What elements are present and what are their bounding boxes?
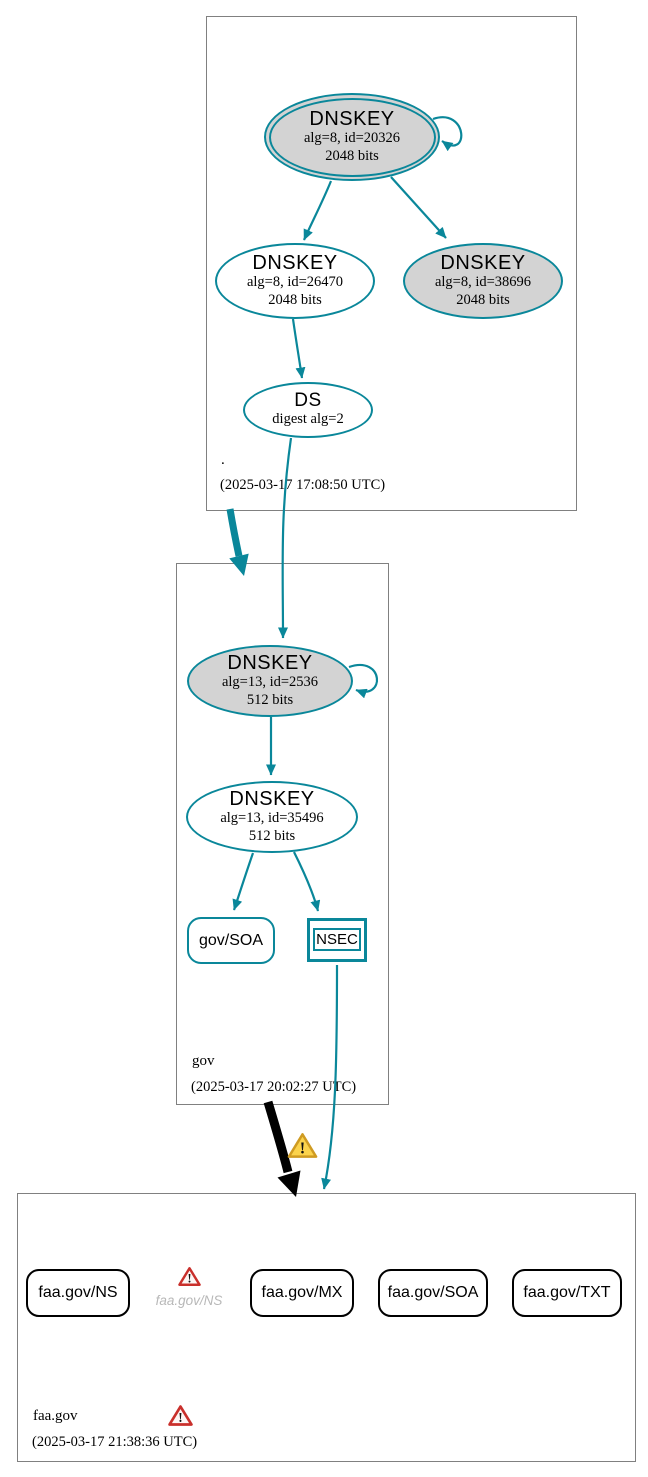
edge-gov-to-faa-gov-bogus-delegation: [263, 1100, 293, 1174]
missing-rrset-caption: faa.gov/NS: [155, 1293, 223, 1308]
node-title: DNSKEY: [252, 252, 338, 275]
node-title: DS: [294, 390, 322, 412]
node-nsec[interactable]: NSEC: [307, 918, 367, 962]
node-title: faa.gov/NS: [38, 1284, 118, 1301]
error-icon[interactable]: !: [168, 1404, 193, 1427]
svg-text:!: !: [187, 1272, 191, 1286]
node-title: DNSKEY: [309, 108, 395, 131]
node-title: faa.gov/MX: [261, 1284, 343, 1301]
node-dnskey-2536[interactable]: DNSKEY alg=13, id=2536 512 bits: [187, 645, 353, 717]
svg-text:!: !: [300, 1139, 305, 1158]
svg-text:!: !: [178, 1410, 182, 1425]
node-faa-gov-txt[interactable]: faa.gov/TXT: [512, 1269, 622, 1317]
zone-label-gov: gov: [192, 1053, 215, 1069]
node-title: gov/SOA: [198, 931, 264, 949]
node-subtitle: 2048 bits: [325, 147, 379, 164]
zone-label-root: .: [221, 452, 225, 468]
node-subtitle: digest alg=2: [272, 411, 344, 428]
zone-timestamp-root: (2025-03-17 17:08:50 UTC): [220, 477, 386, 493]
node-subtitle: 2048 bits: [456, 291, 510, 308]
zone-box-faa-gov: [17, 1193, 636, 1462]
node-title: faa.gov/TXT: [523, 1284, 611, 1301]
node-gov-soa[interactable]: gov/SOA: [187, 917, 275, 964]
node-title: DNSKEY: [227, 652, 313, 675]
node-subtitle: alg=13, id=35496: [220, 810, 324, 827]
node-dnskey-20326[interactable]: DNSKEY alg=8, id=20326 2048 bits: [264, 93, 440, 181]
zone-label-faa-gov: faa.gov: [33, 1408, 78, 1424]
node-ds[interactable]: DS digest alg=2: [243, 382, 373, 438]
error-icon[interactable]: !: [178, 1266, 201, 1287]
zone-timestamp-gov: (2025-03-17 20:02:27 UTC): [191, 1079, 357, 1095]
node-subtitle: 512 bits: [248, 827, 296, 844]
node-subtitle: alg=13, id=2536: [221, 674, 319, 691]
node-dnskey-38696[interactable]: DNSKEY alg=8, id=38696 2048 bits: [403, 243, 563, 319]
node-faa-gov-mx[interactable]: faa.gov/MX: [250, 1269, 354, 1317]
node-faa-gov-soa[interactable]: faa.gov/SOA: [378, 1269, 488, 1317]
edge-root-to-gov-delegation: [226, 508, 243, 557]
node-subtitle: alg=8, id=26470: [246, 274, 344, 291]
node-subtitle: 2048 bits: [268, 291, 322, 308]
warning-icon[interactable]: !: [287, 1131, 318, 1160]
node-title: DNSKEY: [229, 788, 315, 811]
node-title: NSEC: [313, 928, 361, 951]
node-subtitle: alg=8, id=38696: [434, 274, 532, 291]
node-dnskey-26470[interactable]: DNSKEY alg=8, id=26470 2048 bits: [215, 243, 375, 319]
node-dnskey-35496[interactable]: DNSKEY alg=13, id=35496 512 bits: [186, 781, 358, 853]
node-subtitle: alg=8, id=20326: [303, 130, 401, 147]
node-title: DNSKEY: [440, 252, 526, 275]
node-title: faa.gov/SOA: [387, 1284, 479, 1301]
node-faa-gov-ns[interactable]: faa.gov/NS: [26, 1269, 130, 1317]
node-subtitle: 512 bits: [246, 691, 294, 708]
zone-timestamp-faa-gov: (2025-03-17 21:38:36 UTC): [32, 1434, 198, 1450]
